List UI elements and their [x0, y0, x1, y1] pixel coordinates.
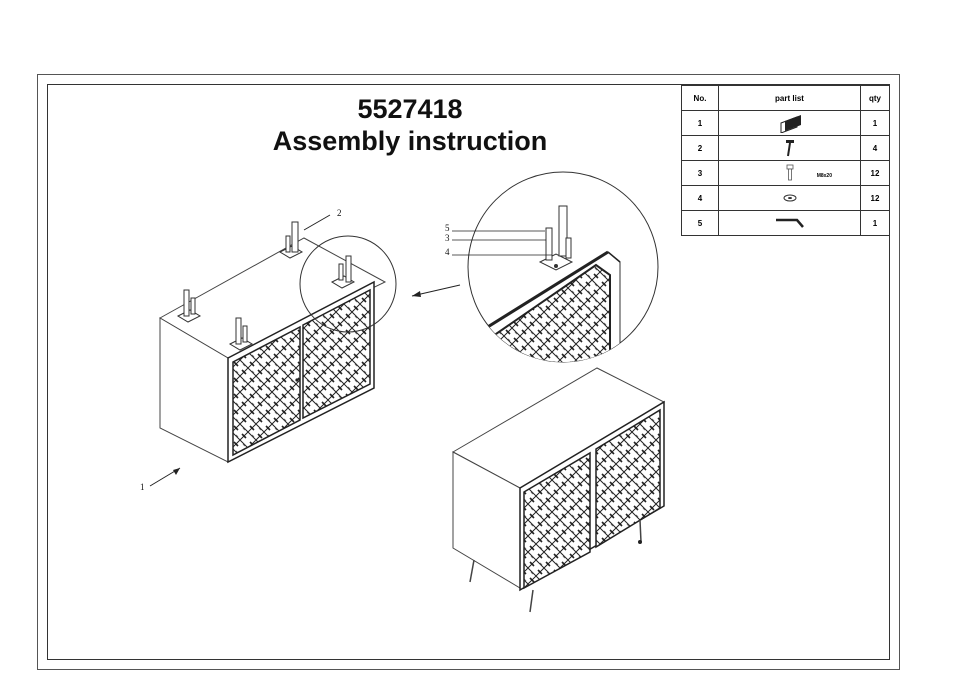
- row-no: 5: [681, 210, 719, 236]
- leg-part: [228, 317, 254, 351]
- callout-4-label: 4: [445, 247, 450, 257]
- row-part: [718, 110, 861, 136]
- parts-table: No. part list qty 1 1 2 4 3: [681, 85, 890, 236]
- cabinet-assembled: [451, 367, 666, 613]
- callout-3-label: 3: [445, 233, 450, 243]
- row-qty: 12: [860, 185, 890, 211]
- legs-installed: [176, 221, 356, 351]
- detail-arrow: [411, 284, 461, 297]
- allen-key-icon: [775, 218, 804, 228]
- row-part: [718, 210, 861, 236]
- detail-view: [452, 171, 659, 363]
- cabinet-inverted: [158, 237, 387, 464]
- row-qty: 12: [860, 160, 890, 186]
- leg-part: [176, 289, 202, 323]
- screw-icon: [786, 164, 793, 181]
- product-code: 5527418: [357, 94, 463, 124]
- callout-1-label: 1: [140, 482, 145, 492]
- row-qty: 1: [860, 110, 890, 136]
- callout-2-label: 2: [337, 208, 342, 218]
- leg-bolt-icon: [785, 140, 794, 157]
- header-qty: qty: [860, 85, 890, 111]
- leg-part: [330, 255, 356, 289]
- panel-block-icon: [780, 115, 801, 133]
- table-row: 1 1: [681, 110, 890, 136]
- parts-table-header: No. part list qty: [681, 85, 890, 111]
- row-no: 1: [681, 110, 719, 136]
- washer-icon: [783, 194, 796, 202]
- callout-2-leader: [303, 214, 331, 231]
- row-qty: 1: [860, 210, 890, 236]
- header-no: No.: [681, 85, 719, 111]
- callout-5-label: 5: [445, 223, 450, 233]
- screw-size-note: M8x20: [816, 173, 832, 179]
- outer-border: [37, 74, 900, 670]
- document-title: Assembly instruction: [272, 126, 548, 156]
- inner-border: [47, 84, 890, 660]
- callout-1-arrow: [149, 467, 181, 487]
- zoom-circle: [299, 235, 397, 333]
- table-row: 5 1: [681, 210, 890, 236]
- row-no: 3: [681, 160, 719, 186]
- leg-part: [278, 221, 304, 259]
